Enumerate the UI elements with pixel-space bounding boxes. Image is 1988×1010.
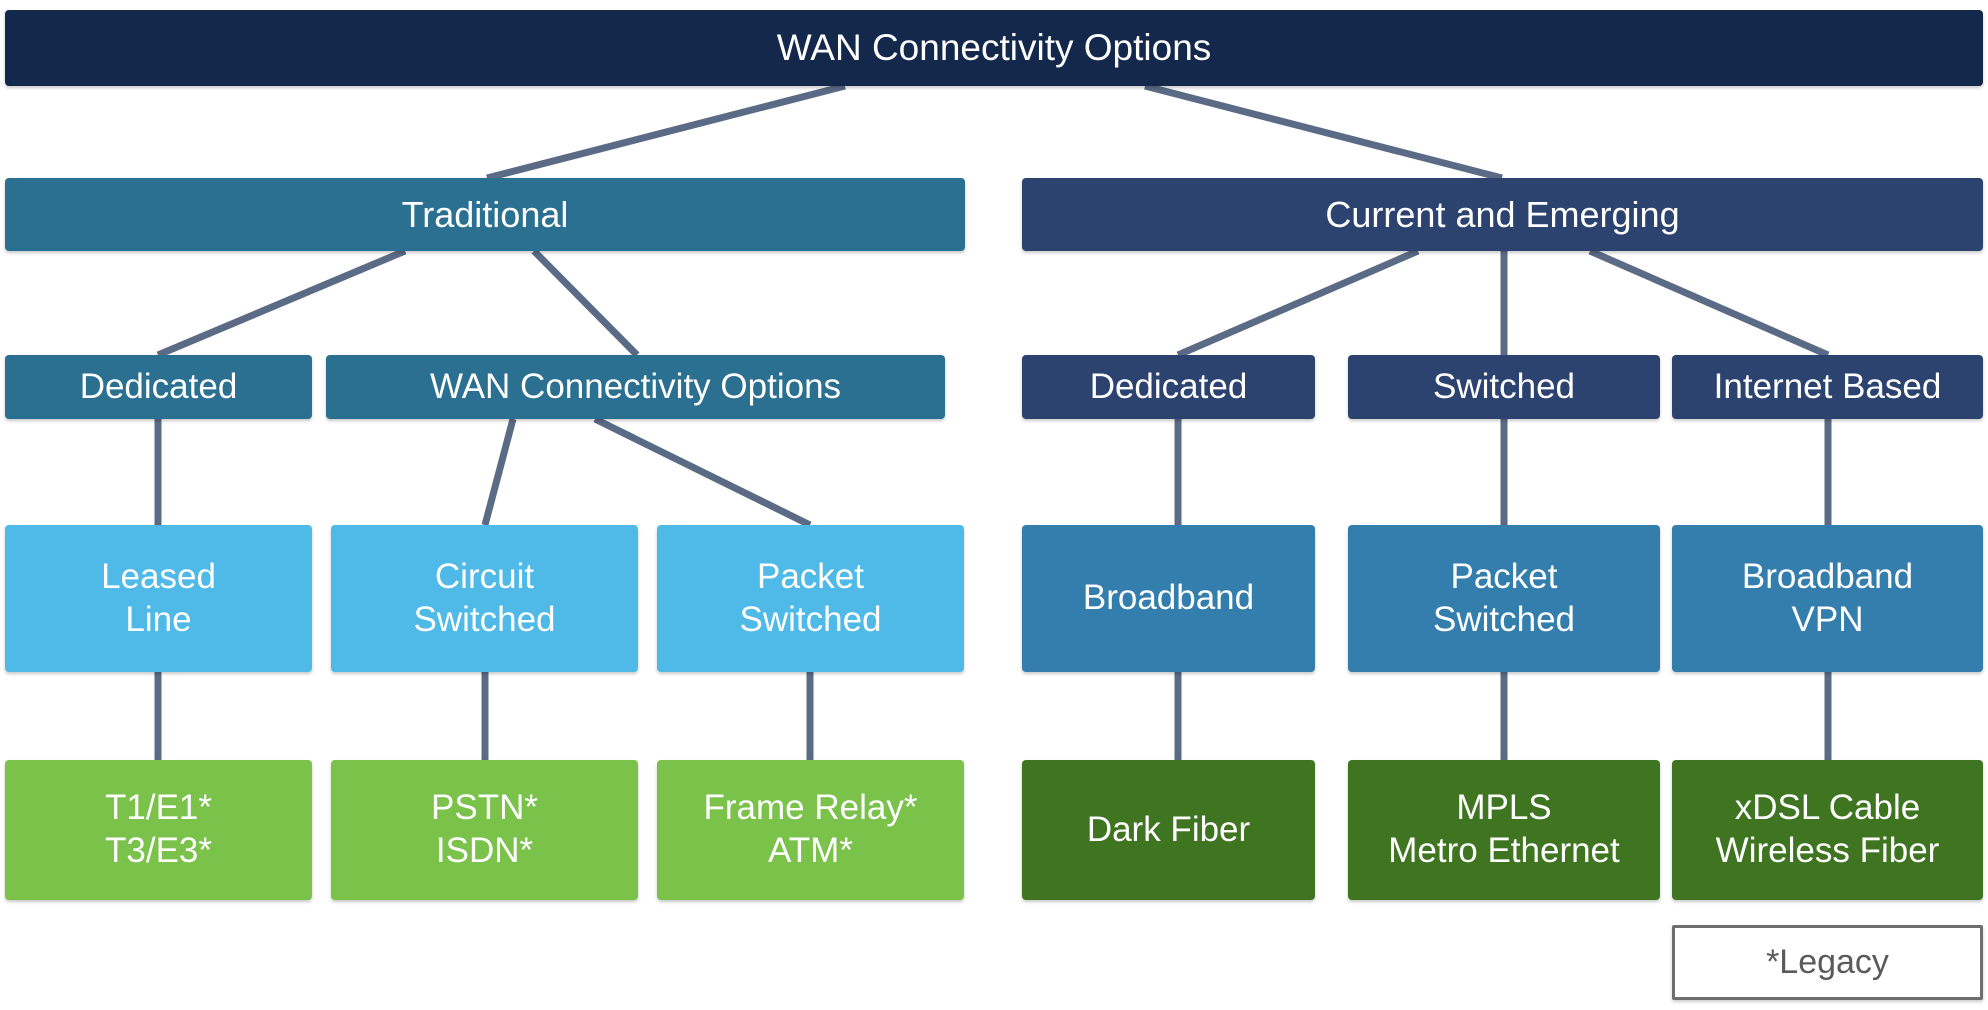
node-broadband-vpn[interactable]: Broadband VPN	[1672, 525, 1983, 672]
link-root-traditional	[486, 82, 846, 182]
node-emerging-internet-based[interactable]: Internet Based	[1672, 355, 1983, 419]
node-dark-fiber[interactable]: Dark Fiber	[1022, 760, 1315, 900]
legend-legacy: *Legacy	[1672, 925, 1983, 1000]
node-emerging-dedicated[interactable]: Dedicated	[1022, 355, 1315, 419]
node-traditional-wan-options[interactable]: WAN Connectivity Options	[326, 355, 945, 419]
node-circuit-switched[interactable]: Circuit Switched	[331, 525, 638, 672]
node-current-and-emerging[interactable]: Current and Emerging	[1022, 178, 1983, 251]
node-traditional-dedicated[interactable]: Dedicated	[5, 355, 312, 419]
link-emerging-dedicated	[1176, 247, 1420, 359]
node-traditional[interactable]: Traditional	[5, 178, 965, 251]
node-frame-relay-atm[interactable]: Frame Relay* ATM*	[657, 760, 964, 900]
link-wanoptions-circuit	[481, 418, 517, 526]
link-traditional-dedicated	[156, 247, 407, 359]
link-traditional-wanoptions	[531, 248, 640, 358]
node-mpls-metro-ethernet[interactable]: MPLS Metro Ethernet	[1348, 760, 1660, 900]
node-emerging-switched[interactable]: Switched	[1348, 355, 1660, 419]
link-root-emerging	[1144, 82, 1503, 182]
link-wanoptions-packet	[593, 415, 812, 529]
link-emerging-internet	[1588, 247, 1830, 359]
node-broadband[interactable]: Broadband	[1022, 525, 1315, 672]
node-packet-switched-emerging[interactable]: Packet Switched	[1348, 525, 1660, 672]
node-xdsl-wireless-fiber[interactable]: xDSL Cable Wireless Fiber	[1672, 760, 1983, 900]
node-root[interactable]: WAN Connectivity Options	[5, 10, 1983, 86]
node-pstn-isdn[interactable]: PSTN* ISDN*	[331, 760, 638, 900]
node-leased-line[interactable]: Leased Line	[5, 525, 312, 672]
node-packet-switched-traditional[interactable]: Packet Switched	[657, 525, 964, 672]
node-t-carrier[interactable]: T1/E1* T3/E3*	[5, 760, 312, 900]
